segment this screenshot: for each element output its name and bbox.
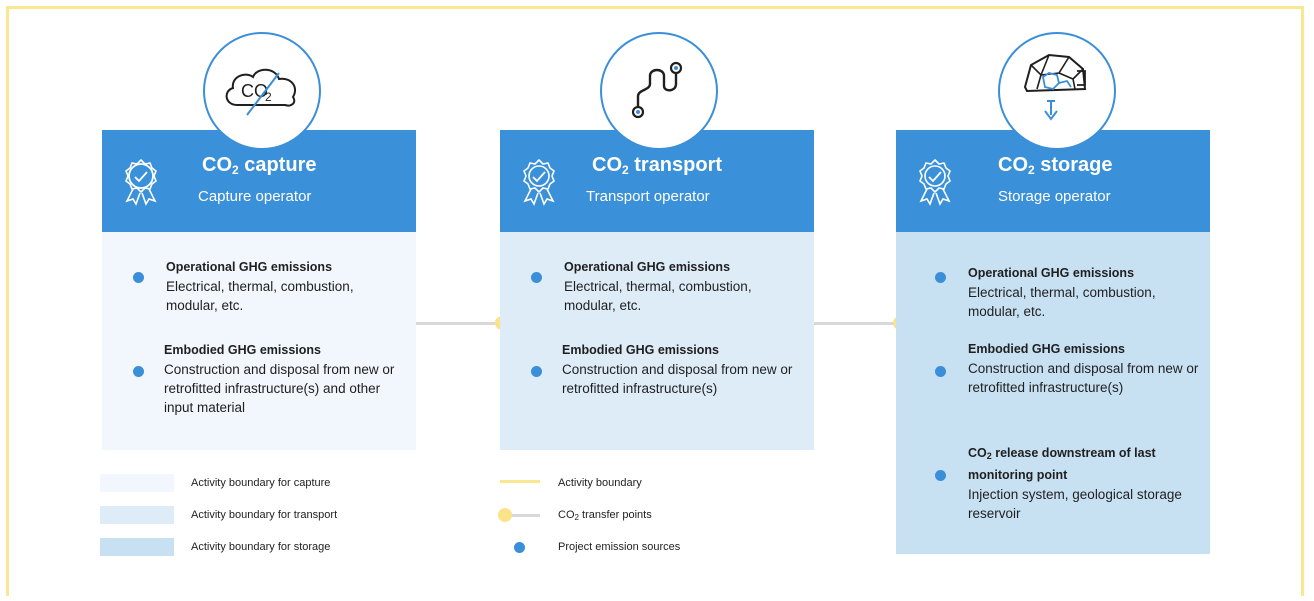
emission-source-dot xyxy=(531,272,542,283)
capture-title: CO2 capture xyxy=(202,154,317,177)
transport-icon-circle xyxy=(600,32,718,150)
certified-badge-icon xyxy=(516,156,562,211)
transport-title: CO2 transport xyxy=(592,154,723,177)
emission-source-dot xyxy=(133,272,144,283)
capture-boundary-panel xyxy=(102,232,416,450)
emission-source-swatch xyxy=(514,542,525,553)
activity-boundary-swatch xyxy=(500,480,540,483)
transport-swatch xyxy=(100,506,174,524)
emission-source-dot xyxy=(935,272,946,283)
transport-subtitle: Transport operator xyxy=(586,188,710,205)
svg-text:2: 2 xyxy=(265,90,272,104)
storage-title: CO2 storage xyxy=(998,154,1113,177)
storage-boundary-panel xyxy=(896,232,1210,554)
svg-text:CO: CO xyxy=(241,81,268,101)
emission-source-dot xyxy=(133,366,144,377)
pipeline-route-icon xyxy=(624,54,694,129)
emission-source-dot xyxy=(531,366,542,377)
transfer-point-swatch xyxy=(498,508,512,522)
transport-storage-link xyxy=(814,322,900,325)
emission-source-dot xyxy=(935,470,946,481)
certified-badge-icon xyxy=(118,156,164,211)
storage-swatch xyxy=(100,538,174,556)
transport-boundary-panel xyxy=(500,232,814,450)
emission-source-dot xyxy=(935,366,946,377)
storage-icon-circle xyxy=(998,32,1116,150)
cloud-co2-crossed-icon: CO 2 xyxy=(217,59,307,124)
capture-transport-link xyxy=(416,322,502,325)
activity-boundary-frame xyxy=(6,6,1304,596)
certified-badge-icon xyxy=(912,156,958,211)
storage-subtitle: Storage operator xyxy=(998,188,1111,205)
capture-swatch xyxy=(100,474,174,492)
transfer-line-swatch xyxy=(500,514,540,517)
capture-icon-circle: CO 2 xyxy=(203,32,321,150)
capture-subtitle: Capture operator xyxy=(198,188,312,205)
geological-storage-icon xyxy=(1017,49,1097,134)
